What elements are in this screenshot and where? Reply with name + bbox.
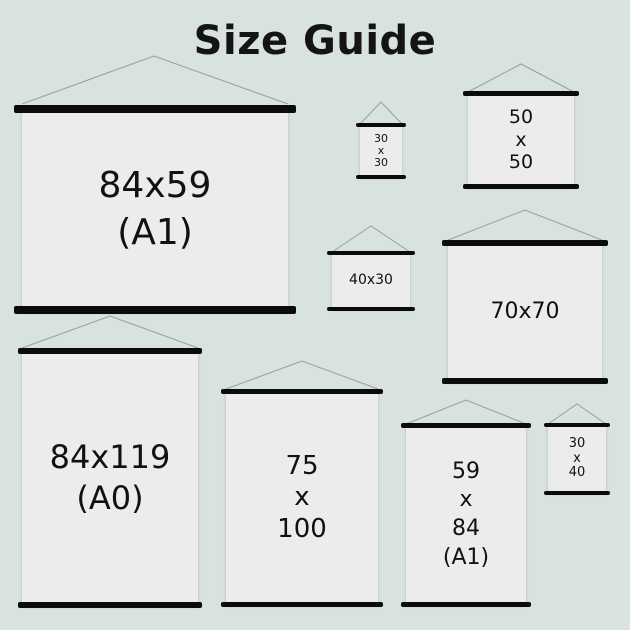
poster-75x100: 75 x 100 bbox=[221, 389, 383, 607]
poster-label: 40 bbox=[568, 465, 586, 481]
poster-hanger-top bbox=[18, 348, 202, 354]
poster-hanger-bottom bbox=[18, 602, 202, 608]
poster-label: 75 bbox=[285, 451, 319, 482]
poster-label: x bbox=[573, 450, 581, 466]
poster-hanger-bottom bbox=[356, 175, 406, 179]
poster-hanger-top bbox=[401, 423, 531, 428]
poster-hanger-top bbox=[221, 389, 383, 394]
poster-30x40: 30 x 40 bbox=[544, 423, 610, 495]
poster-84x119-a0: 84x119 (A0) bbox=[18, 348, 202, 608]
poster-30x30: 30 x 30 bbox=[356, 123, 406, 179]
poster-label: (A1) bbox=[442, 544, 490, 570]
poster-84x59-a1: 84x59 (A1) bbox=[14, 105, 296, 314]
poster-hanger-top bbox=[356, 123, 406, 127]
poster-label: 84x119 bbox=[49, 438, 171, 477]
poster-label: 84x59 bbox=[98, 165, 212, 207]
poster-hanger-bottom bbox=[463, 184, 579, 189]
poster-label: x bbox=[515, 128, 527, 151]
poster-paper: 75 x 100 bbox=[226, 391, 378, 605]
poster-label: x bbox=[459, 487, 473, 513]
poster-hanger-top bbox=[14, 105, 296, 113]
poster-paper: 84x59 (A1) bbox=[22, 107, 288, 312]
poster-paper: 40x30 bbox=[332, 253, 410, 309]
page-title: Size Guide bbox=[193, 18, 437, 64]
poster-label: x bbox=[377, 143, 385, 157]
poster-paper: 59 x 84 (A1) bbox=[406, 425, 526, 605]
poster-hanger-bottom bbox=[442, 378, 608, 384]
poster-label: 70x70 bbox=[490, 298, 560, 324]
poster-label: 59 bbox=[452, 458, 480, 484]
poster-paper: 30 x 30 bbox=[360, 125, 402, 177]
poster-label: 30 bbox=[374, 131, 388, 145]
poster-label: 50 bbox=[508, 151, 534, 174]
poster-label: 30 bbox=[374, 156, 388, 170]
poster-label: 84 bbox=[452, 516, 480, 541]
poster-paper: 50 x 50 bbox=[468, 93, 574, 187]
poster-hanger-bottom bbox=[221, 602, 383, 607]
poster-label: (A1) bbox=[117, 211, 193, 253]
poster-label: 40x30 bbox=[349, 272, 393, 289]
poster-hanger-bottom bbox=[327, 307, 415, 311]
poster-70x70: 70x70 bbox=[442, 240, 608, 384]
poster-hanger-bottom bbox=[401, 602, 531, 607]
poster-59x84-a1: 59 x 84 (A1) bbox=[401, 423, 531, 607]
poster-paper: 84x119 (A0) bbox=[22, 350, 198, 606]
poster-label: 100 bbox=[277, 513, 327, 544]
poster-hanger-top bbox=[327, 251, 415, 255]
poster-40x30: 40x30 bbox=[327, 251, 415, 311]
poster-paper: 30 x 40 bbox=[548, 425, 606, 493]
poster-hanger-top bbox=[463, 91, 579, 96]
poster-label: 50 bbox=[508, 105, 534, 128]
poster-label: (A0) bbox=[76, 479, 144, 517]
poster-label: 30 bbox=[568, 435, 586, 451]
poster-hanger-top bbox=[442, 240, 608, 246]
poster-paper: 70x70 bbox=[448, 242, 602, 382]
poster-50x50: 50 x 50 bbox=[463, 91, 579, 189]
poster-hanger-bottom bbox=[14, 306, 296, 314]
poster-hanger-top bbox=[544, 423, 610, 427]
poster-hanger-bottom bbox=[544, 491, 610, 495]
poster-label: x bbox=[294, 482, 310, 513]
